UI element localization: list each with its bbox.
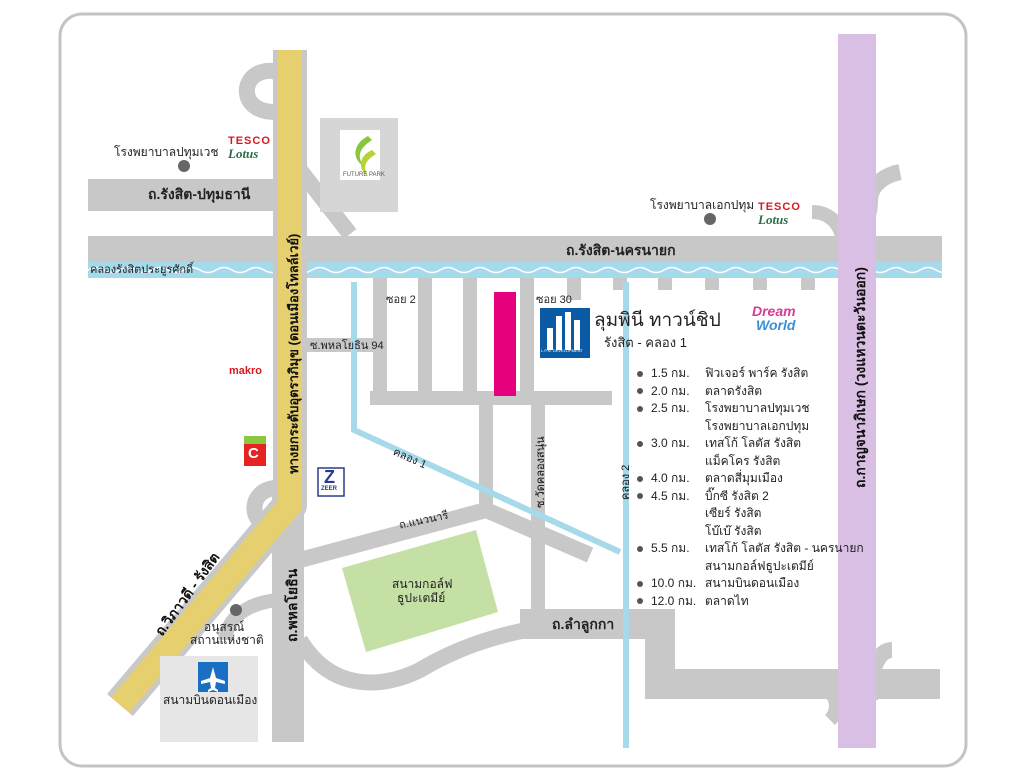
distance-place: เทสโก้ โลตัส รังสิต - นครนายก bbox=[705, 541, 864, 555]
distance-value: 5.5 กม. bbox=[651, 541, 690, 555]
canal-rangsit-label: คลองรังสิตประยูรศักดิ์ bbox=[90, 264, 194, 276]
golf-label-2: ธูปะเตมีย์ bbox=[397, 591, 446, 605]
canal-2-label: คลอง 2 bbox=[620, 464, 632, 500]
tesco-lotus-logo-2: TESCO Lotus bbox=[758, 201, 801, 227]
bullet-icon bbox=[637, 440, 643, 447]
distance-value: 4.5 กม. bbox=[651, 488, 690, 503]
bullet-icon bbox=[637, 405, 643, 412]
hospital-pathumvech-marker bbox=[178, 160, 190, 172]
road-expressway-inner bbox=[110, 50, 302, 713]
tesco-text: TESCO bbox=[228, 135, 271, 147]
zeer-logo bbox=[317, 467, 345, 497]
monument-marker bbox=[230, 604, 242, 616]
soi-30-label: ซอย 30 bbox=[536, 294, 572, 306]
canal-1 bbox=[351, 282, 622, 555]
zeer-subtext: ZEER bbox=[321, 486, 338, 492]
distance-place: ตลาดรังสิต bbox=[705, 383, 763, 398]
distance-item: 2.0 กม. ตลาดรังสิต bbox=[637, 382, 762, 401]
bullet-icon bbox=[637, 475, 643, 482]
futurepark-leaf-icon bbox=[355, 136, 372, 166]
project-name: ลุมพินี ทาวน์ชิป bbox=[594, 310, 721, 331]
project-subtitle: รังสิต - คลอง 1 bbox=[604, 335, 687, 350]
bullet-icon bbox=[637, 545, 643, 552]
phahonyothin-label: ถ.พหลโยธิน bbox=[284, 568, 300, 642]
distance-value: 12.0 กม. bbox=[651, 593, 697, 608]
bullet-icon bbox=[637, 370, 643, 377]
dreamworld-text-2: World bbox=[756, 317, 796, 333]
expressway-label: ทางยกระดับอุตราภิมุข (ดอนเมืองโทลล์เวย์) bbox=[286, 233, 301, 474]
distance-item: 4.0 กม. ตลาดสี่มุมเมือง bbox=[637, 469, 783, 488]
hospital-pathumvech-label: โรงพยาบาลปทุมเวช bbox=[114, 145, 219, 159]
distance-value: 2.5 กม. bbox=[651, 401, 690, 415]
golf-course bbox=[342, 530, 498, 652]
hospital-ekpathum-label: โรงพยาบาลเอกปทุม bbox=[650, 198, 755, 212]
distance-place: สนามกอล์ฟธูปะเตมีย์ bbox=[705, 558, 814, 573]
distance-value: 2.0 กม. bbox=[651, 383, 690, 398]
bullet-icon bbox=[637, 598, 643, 605]
distance-place: โรงพยาบาลเอกปทุม bbox=[705, 418, 810, 433]
distance-place: สนามบินดอนเมือง bbox=[705, 576, 800, 590]
distance-item: 1.5 กม. ฟิวเจอร์ พาร์ค รังสิต bbox=[637, 364, 808, 383]
dreamworld-logo: Dream World bbox=[752, 304, 796, 332]
monument-label-1: อนุสรณ์ bbox=[204, 620, 245, 634]
soi-watkhonsunun-label: ซ.วัดคลองสนุ่น bbox=[535, 436, 547, 508]
airplane-icon bbox=[201, 667, 225, 692]
hospital-ekpathum-marker bbox=[704, 213, 716, 225]
distance-item: 4.5 กม. บิ๊กซี รังสิต 2 bbox=[637, 487, 769, 506]
distance-item: โรงพยาบาลเอกปทุม bbox=[637, 417, 809, 436]
airport-area bbox=[160, 656, 258, 742]
tesco-text: TESCO bbox=[758, 201, 801, 213]
distance-value: 10.0 กม. bbox=[651, 576, 697, 590]
distance-place: ตลาดไท bbox=[705, 593, 749, 608]
distance-place: เซียร์ รังสิต bbox=[705, 506, 762, 520]
futurepark-label: FUTURE PARK bbox=[343, 172, 385, 178]
project-plot bbox=[494, 292, 516, 396]
distance-item: เซียร์ รังสิต bbox=[637, 504, 761, 523]
distance-item: 2.5 กม. โรงพยาบาลปทุมเวช bbox=[637, 399, 810, 418]
phahon-94-label: ซ.พหลโยธิน 94 bbox=[310, 340, 384, 352]
distance-item: 3.0 กม. เทสโก้ โลตัส รังสิต bbox=[637, 434, 801, 453]
lotus-text: Lotus bbox=[758, 212, 789, 227]
golf-label-1: สนามกอล์ฟ bbox=[392, 577, 453, 591]
kanchanaphisek-label: ถ.กาญจนาภิเษก (วงแหวนตะวันออก) bbox=[852, 267, 868, 488]
distance-item: สนามกอล์ฟธูปะเตมีย์ bbox=[637, 557, 814, 576]
distance-place: โรงพยาบาลปทุมเวช bbox=[705, 401, 810, 415]
distance-item: 10.0 กม. สนามบินดอนเมือง bbox=[637, 574, 799, 593]
road-rangsit-pathumthani-label: ถ.รังสิต-ปทุมธานี bbox=[148, 186, 251, 202]
makro-logo: makro bbox=[229, 365, 263, 377]
bullet-icon bbox=[637, 493, 643, 500]
distance-value: 4.0 กม. bbox=[651, 471, 690, 485]
distance-place: โบ๊เบ๊ รังสิต bbox=[705, 523, 762, 538]
road-lamlukka-label: ถ.ลำลูกกา bbox=[552, 616, 615, 632]
lpn-logo-text: L.P.N. DEVELOPMENT bbox=[541, 348, 583, 353]
road-rangsit-nakhonnayok-label: ถ.รังสิต-นครนายก bbox=[566, 242, 676, 258]
distance-place: ฟิวเจอร์ พาร์ค รังสิต bbox=[705, 366, 809, 380]
distance-item: แม็คโคร รังสิต bbox=[637, 452, 780, 471]
distance-place: เทสโก้ โลตัส รังสิต bbox=[705, 436, 802, 450]
distance-item: โบ๊เบ๊ รังสิต bbox=[637, 522, 762, 541]
road-kanchanaphisek bbox=[838, 34, 876, 748]
canal-waves bbox=[87, 266, 953, 274]
road-lamlukka bbox=[520, 609, 940, 699]
airport-label: สนามบินดอนเมือง bbox=[163, 693, 258, 707]
zeer-text: Z bbox=[324, 467, 335, 487]
distance-place: ตลาดสี่มุมเมือง bbox=[705, 471, 783, 485]
tesco-lotus-logo-1: TESCO Lotus bbox=[228, 135, 271, 161]
bigc-text: C bbox=[248, 445, 259, 462]
distance-item: 5.5 กม. เทสโก้ โลตัส รังสิต - นครนายก bbox=[637, 539, 864, 558]
dreamworld-text-1: Dream bbox=[752, 303, 796, 319]
distance-item: 12.0 กม. ตลาดไท bbox=[637, 592, 749, 611]
distance-place: แม็คโคร รังสิต bbox=[705, 453, 781, 468]
monument-label-2: สถานแห่งชาติ bbox=[190, 633, 264, 647]
soi-2-label: ซอย 2 bbox=[386, 294, 416, 306]
bullet-icon bbox=[637, 388, 643, 395]
distance-value: 3.0 กม. bbox=[651, 436, 690, 450]
lotus-text: Lotus bbox=[228, 146, 259, 161]
bullet-icon bbox=[637, 580, 643, 587]
distance-value: 1.5 กม. bbox=[651, 366, 690, 380]
distance-place: บิ๊กซี รังสิต 2 bbox=[705, 488, 769, 503]
